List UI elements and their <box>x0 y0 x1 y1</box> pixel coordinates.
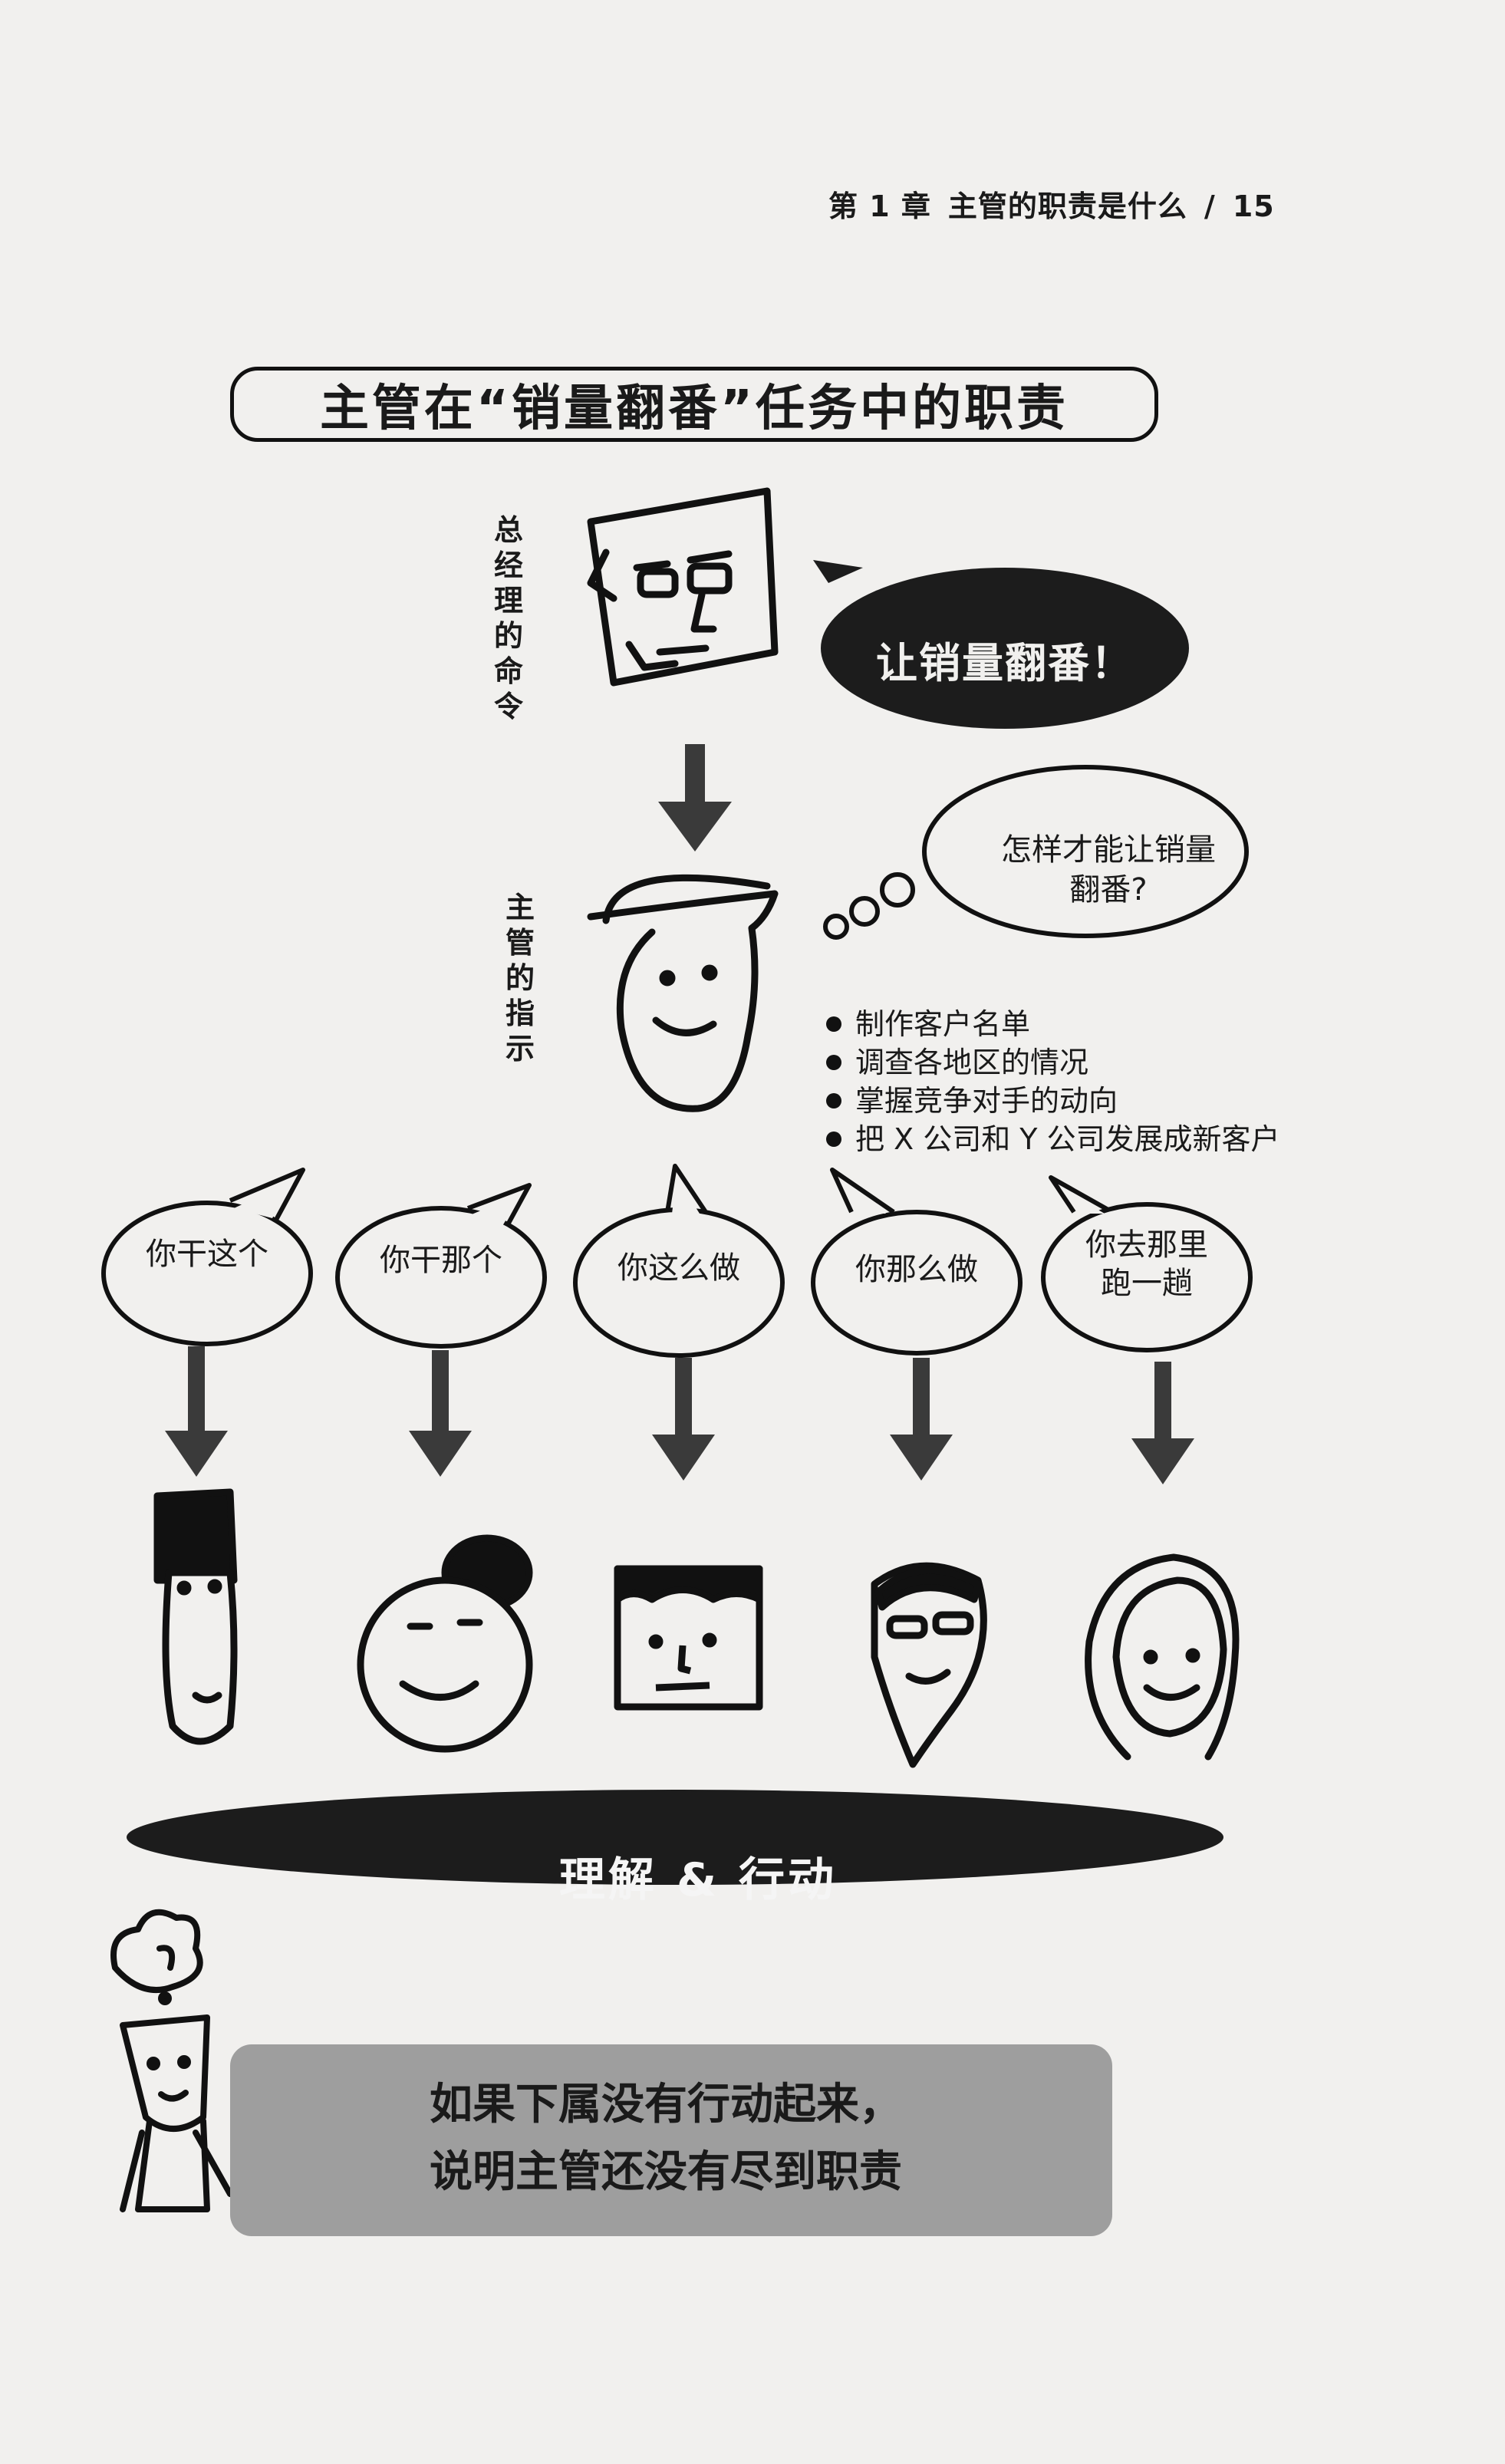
subordinate-face-2 <box>357 1534 533 1753</box>
arrow-down-icons <box>165 1346 1194 1484</box>
running-header: 第 1 章主管的职责是什么 / 15 <box>828 183 1292 225</box>
conclusion-line-1: 如果下属没有行动起来， <box>430 2080 902 2130</box>
arrow-down-icon <box>658 744 732 852</box>
general-manager-face <box>587 487 779 687</box>
instruction-item: 调查各地区的情况 <box>825 1043 1280 1082</box>
gm-speech-text: 让销量翻番！ <box>876 639 1134 687</box>
subordinate-face-1 <box>153 1488 238 1745</box>
speech-line: 你这么做 <box>617 1250 740 1286</box>
page-number: 15 <box>1232 189 1275 223</box>
thought-bubble <box>823 765 1249 940</box>
subordinate-face-3 <box>614 1565 763 1711</box>
chapter-title: 主管的职责是什么 <box>947 189 1187 223</box>
conclusion-line-2: 说明主管还没有尽到职责 <box>430 2147 902 2197</box>
header-separator: / <box>1204 189 1216 223</box>
manager-face <box>587 874 779 1112</box>
thought-line-1: 怎样才能让销量 <box>1001 832 1216 868</box>
gm-speech-bubble <box>813 560 1189 729</box>
speech-text-2: 你干那个 <box>341 1241 541 1280</box>
speech-line: 你干那个 <box>380 1243 502 1278</box>
understanding-band <box>127 1790 1223 1885</box>
conclusion-text: 如果下属没有行动起来， 说明主管还没有尽到职责 <box>430 2071 902 2206</box>
manager-label: 主管的指示 <box>505 891 535 1066</box>
speech-text-1: 你干这个 <box>107 1235 307 1273</box>
speech-bubbles <box>101 1164 1253 1358</box>
speech-text-5: 你去那里 跑一趟 <box>1047 1226 1246 1303</box>
speech-line: 你去那里 <box>1085 1227 1208 1263</box>
band-label: 理解 & 行动 <box>558 1853 838 1907</box>
thought-line-2: 翻番? <box>1069 872 1148 908</box>
speech-text-3: 你这么做 <box>579 1249 779 1287</box>
speech-line: 你干这个 <box>146 1237 268 1272</box>
subordinate-face-5 <box>1085 1553 1240 1761</box>
conclusion-box <box>230 2044 1112 2236</box>
instruction-item: 制作客户名单 <box>825 1005 1280 1043</box>
chapter-label: 第 1 章 <box>828 189 931 223</box>
speech-text-4: 你那么做 <box>817 1250 1016 1289</box>
instruction-item: 把 X 公司和 Y 公司发展成新客户 <box>825 1120 1280 1158</box>
diagram-title: 主管在“销量翻番”任务中的职责 <box>230 367 1158 442</box>
instruction-list: 制作客户名单 调查各地区的情况 掌握竞争对手的动向 把 X 公司和 Y 公司发展… <box>825 1005 1280 1158</box>
manager-thought-text: 怎样才能让销量 翻番? <box>951 830 1266 910</box>
speech-line: 跑一趟 <box>1101 1266 1193 1301</box>
instruction-item: 掌握竞争对手的动向 <box>825 1082 1280 1120</box>
gm-label: 总经理的命令 <box>493 513 523 723</box>
subordinate-face-4 <box>871 1562 987 1768</box>
speech-line: 你那么做 <box>855 1252 978 1287</box>
